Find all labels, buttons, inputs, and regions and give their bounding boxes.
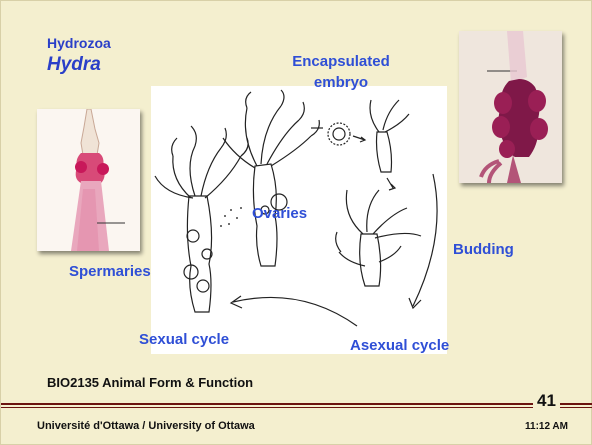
- footer-university: Université d'Ottawa / University of Otta…: [37, 420, 255, 432]
- slide-number: 41: [533, 391, 560, 411]
- hydra-photo-left: [37, 109, 140, 251]
- footer-time: 11:12 AM: [525, 421, 568, 432]
- hydra-photo-right: [459, 31, 562, 183]
- label-encapsulated-line1: Encapsulated: [277, 53, 405, 71]
- label-encapsulated-line2: embryo: [277, 74, 405, 92]
- heading-hydrozoa: Hydrozoa: [47, 35, 111, 51]
- label-ovaries: Ovaries: [252, 205, 307, 223]
- hydra-photo-left-image: [37, 109, 140, 251]
- label-budding: Budding: [453, 241, 514, 259]
- label-spermaries: Spermaries: [69, 263, 151, 281]
- slide-heading-group: Hydrozoa Hydra: [47, 35, 111, 76]
- label-encapsulated-embryo: Encapsulated embryo: [277, 53, 405, 92]
- label-asexual-cycle: Asexual cycle: [350, 337, 449, 355]
- footer-rule-bottom: [1, 407, 592, 408]
- footer-course: BIO2135 Animal Form & Function: [47, 375, 253, 390]
- heading-hydra: Hydra: [47, 54, 111, 76]
- footer-rule-top: [1, 403, 592, 405]
- hydra-photo-right-image: [459, 31, 562, 183]
- label-sexual-cycle: Sexual cycle: [139, 331, 229, 349]
